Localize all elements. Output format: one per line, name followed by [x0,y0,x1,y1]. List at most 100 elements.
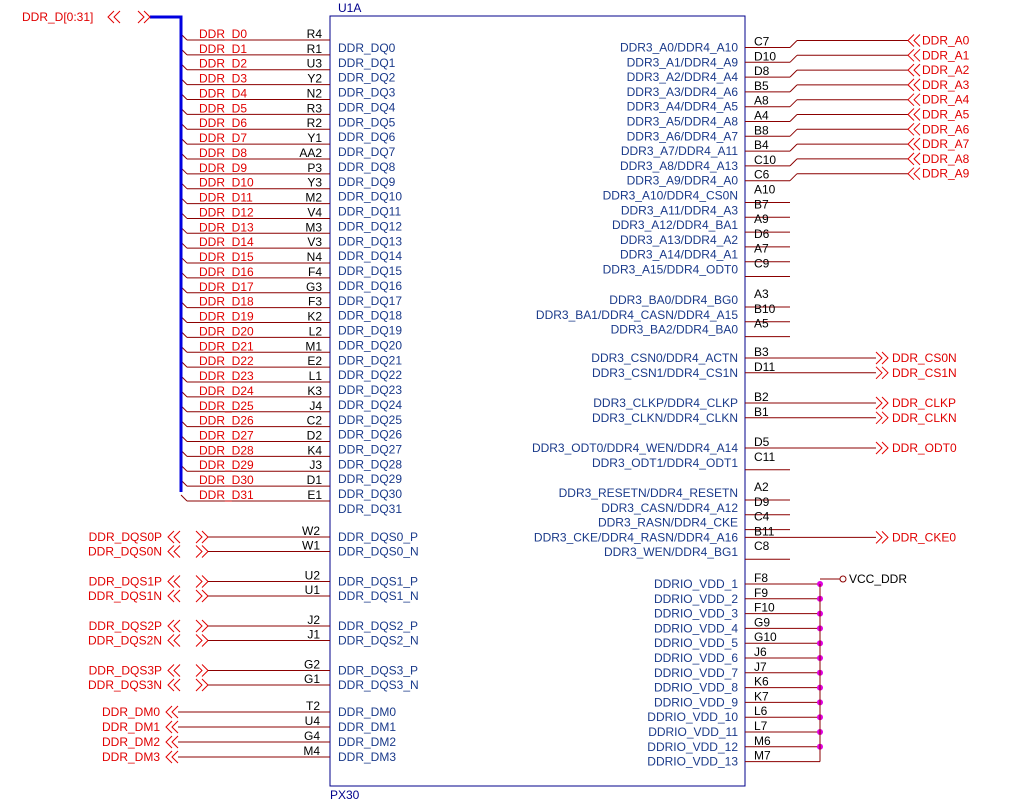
dqs-port-in [195,575,209,588]
net-port [875,351,889,365]
pin-name: DDR3_A4/DDR4_A5 [627,100,739,114]
pin-number: W1 [302,539,320,553]
pin-number: U3 [307,57,323,71]
pin-number: D11 [754,360,775,374]
pin-number: C2 [307,414,323,428]
component-refdes: U1A [338,1,361,15]
net-label: DDR_D26 [199,414,254,428]
pin-number: M4 [303,744,320,758]
dqs-port-in [195,589,209,603]
net-label: DDR_D4 [199,86,247,100]
net-label: DDR_D19 [199,310,254,324]
dqs-port [167,575,181,588]
dqs-port [167,678,181,692]
net-jog [789,99,798,108]
net-label: DDR_D11 [199,191,253,205]
pin-name: DDR3_RESETN/DDR4_RESETN [559,486,738,500]
pin-number: B1 [754,405,769,419]
pin-number: F10 [754,601,775,615]
pin-name: DDR3_BA0/DDR4_BG0 [609,293,738,307]
pin-name: DDRIO_VDD_1 [654,577,738,591]
pin-number: B5 [754,79,769,93]
pin-number: D2 [307,428,323,442]
pin-number: B10 [754,302,776,316]
net-label: DDR_D8 [199,146,247,160]
pin-number: M1 [305,339,322,353]
dqs-port [167,589,181,603]
net-label: DDR_D21 [199,339,254,353]
pin-name: DDRIO_VDD_5 [654,636,738,650]
dqs-port-in [195,619,209,633]
pin-name: DDR_DQS0_N [338,545,419,559]
pin-number: A2 [754,480,769,494]
net-label: DDR_D28 [199,443,254,457]
pin-number: G3 [306,280,322,294]
pin-number: D8 [754,64,770,78]
pin-name: DDR3_A5/DDR4_A8 [627,115,739,129]
net-port [907,137,921,151]
net-label: DDR_A4 [922,93,970,107]
pin-number: Y1 [307,131,322,145]
pin-number: L2 [309,324,323,338]
net-label: DDR_D9 [199,161,247,175]
pin-number: R2 [307,116,323,130]
pin-number: A10 [754,183,776,197]
dm-port [165,750,179,764]
pin-name: DDR_DQ10 [338,190,402,204]
pin-name: DDR_DQ20 [338,338,402,352]
pin-number: M2 [305,191,322,205]
pin-name: DDR_DQ27 [338,442,402,456]
pin-name: DDR_DM2 [338,735,396,749]
net-label: DDR_A6 [922,122,970,136]
pin-number: K4 [307,443,322,457]
net-port [907,108,921,121]
net-label: DDR_DM1 [102,720,160,734]
pin-name: DDR3_ODT0/DDR4_WEN/DDR4_A14 [532,441,738,455]
pin-name: DDR_DQ2 [338,71,396,85]
pin-name: DDR3_BA1/DDR4_CASN/DDR4_A15 [536,308,738,322]
pin-number: N4 [307,250,323,264]
pin-name: DDR3_BA2/DDR4_BA0 [611,323,739,337]
pin-name: DDR_DQ5 [338,115,396,129]
net-label: DDR_CKE0 [892,530,956,544]
pin-number: J7 [754,660,767,674]
power-net-label: VCC_DDR [849,572,907,586]
pin-number: F8 [754,571,768,585]
net-label: DDR_A8 [922,152,970,166]
pin-name: DDRIO_VDD_12 [647,740,738,754]
dqs-port-in [195,545,209,558]
bus-line [150,15,183,492]
pin-number: D9 [754,495,770,509]
pin-number: C8 [754,539,770,553]
pin-number: G2 [304,658,320,672]
net-label: DDR_DQS3P [89,664,162,678]
net-port [907,48,921,62]
net-label: DDR_D7 [199,131,247,145]
dm-port [165,735,179,749]
component-body [329,15,746,787]
pin-number: G1 [304,672,320,686]
pin-name: DDR_DQ26 [338,428,402,442]
data-bus: DDR_D[0:31] [22,10,183,492]
net-jog [789,128,798,137]
bus-port [107,10,121,24]
pin-name: DDR3_CKE/DDR4_RASN/DDR4_A16 [534,530,738,544]
pin-number: U1 [305,583,321,597]
pin-name: DDR_DQ19 [338,324,402,338]
pin-name: DDR_DQ29 [338,472,402,486]
pin-number: G4 [304,729,320,743]
pin-number: D10 [754,49,776,63]
pin-number: B8 [754,123,769,137]
pin-name: DDR3_A11/DDR4_A3 [621,203,738,217]
pin-number: C4 [754,510,770,524]
net-label: DDR_D24 [199,384,254,398]
net-label: DDR_D30 [199,473,254,487]
net-label: DDR_D27 [199,428,254,442]
net-port [875,441,889,455]
pin-name: DDR_DQS3_P [338,664,418,678]
pin-number: G10 [754,630,777,644]
pin-name: DDR3_A9/DDR4_A0 [627,174,739,188]
